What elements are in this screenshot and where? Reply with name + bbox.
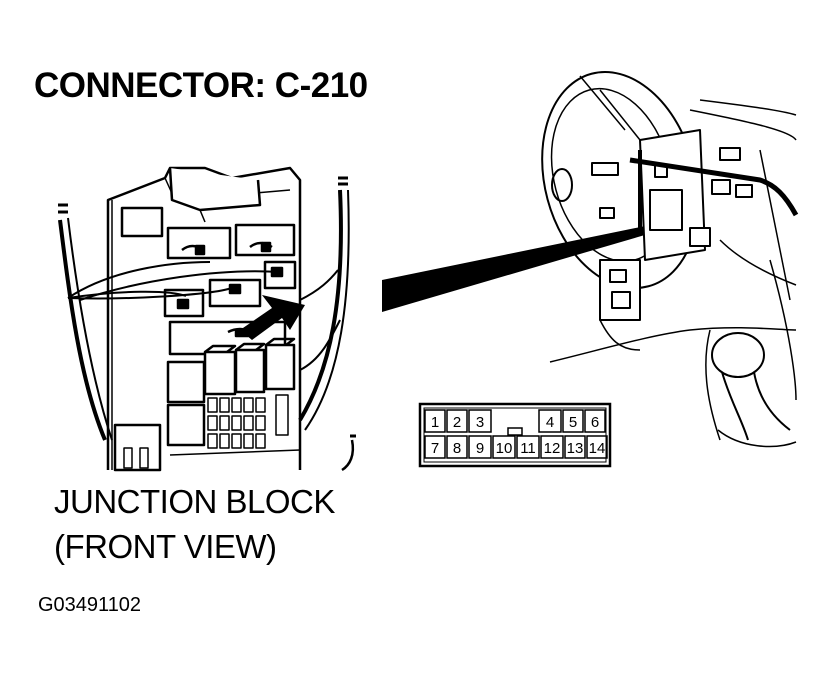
pin-3-label: 3 — [476, 414, 484, 431]
caption-line-2: (FRONT VIEW) — [54, 528, 277, 565]
junction-block-drawing — [58, 166, 356, 472]
pin-7-label: 7 — [431, 440, 439, 457]
caption-line-1: JUNCTION BLOCK — [54, 483, 335, 520]
pin-12-label: 12 — [544, 440, 561, 457]
pin-9-label: 9 — [476, 440, 484, 457]
connector-c210-face-view: 1 2 3 4 5 6 7 8 9 10 11 12 13 14 — [418, 402, 612, 468]
pin-4-label: 4 — [546, 414, 554, 431]
pin-11-label: 11 — [520, 440, 536, 457]
pin-5-label: 5 — [569, 414, 577, 431]
arrow-indicator — [240, 295, 305, 340]
pin-8-label: 8 — [453, 440, 461, 457]
pin-13-label: 13 — [567, 440, 584, 457]
location-pointer-wedge — [382, 225, 655, 312]
dashboard-location-drawing — [541, 70, 799, 448]
pin-1-label: 1 — [431, 414, 439, 431]
pin-2-label: 2 — [453, 414, 461, 431]
pin-6-label: 6 — [591, 414, 599, 431]
diagram-title: CONNECTOR: C-210 — [34, 66, 368, 105]
figure-code: G03491102 — [38, 594, 142, 616]
pin-14-label: 14 — [589, 440, 606, 457]
pin-10-label: 10 — [496, 440, 513, 457]
